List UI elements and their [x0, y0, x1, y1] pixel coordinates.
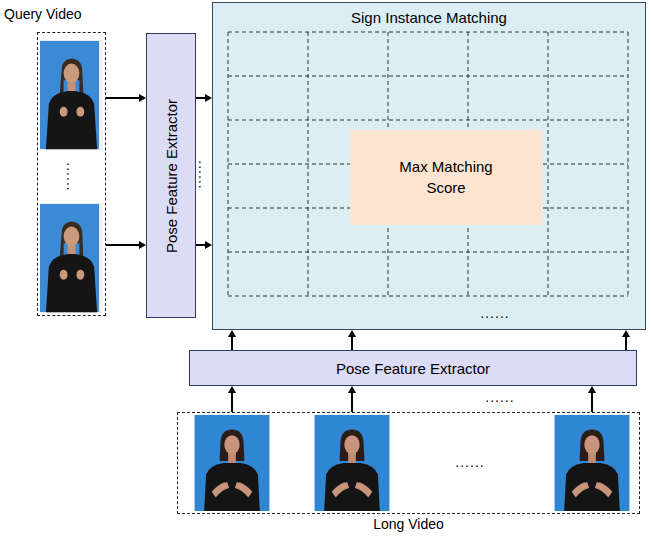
arrow [106, 241, 146, 249]
arrow-head [139, 241, 146, 249]
video-heading: Query Video [4, 6, 82, 22]
arrow [622, 330, 630, 350]
arrow [228, 386, 236, 412]
score-box: Max Matching Score [350, 130, 542, 225]
panel-fill [212, 2, 646, 330]
arrow [348, 386, 356, 412]
matching-panel: Sign Instance MatchingMax Matching Score [212, 2, 646, 330]
box-label: Max Matching Score [386, 157, 506, 198]
arrow-head [228, 330, 236, 337]
video-frame [195, 415, 270, 511]
matching-grid [228, 32, 628, 296]
arrow-head [228, 386, 236, 393]
arrow [196, 94, 212, 102]
panel-title: Sign Instance Matching [213, 9, 645, 26]
box-label: Pose Feature Extractor [163, 98, 180, 252]
arrow-line [591, 392, 593, 412]
arrow-line [106, 97, 140, 99]
arrow-head [588, 386, 596, 393]
video-heading: Long Video [178, 516, 639, 532]
ellipsis: ...... [480, 305, 509, 321]
arrow-line [231, 392, 233, 412]
arrow-head [622, 330, 630, 337]
arrow-line [106, 244, 140, 246]
arrow [588, 386, 596, 412]
box-label: Pose Feature Extractor [336, 360, 490, 377]
video-frame [315, 415, 390, 511]
arrow-line [351, 392, 353, 412]
video-group: Long Video [177, 412, 640, 514]
ellipsis: ...... [64, 162, 80, 191]
ellipsis: ...... [485, 389, 514, 405]
arrow [228, 330, 236, 350]
arrow-line [625, 336, 627, 350]
arrow-line [196, 97, 206, 99]
ellipsis: ...... [196, 160, 212, 189]
video-frame [40, 204, 103, 312]
extractor-box: Pose Feature Extractor [146, 33, 196, 318]
arrow-head [139, 94, 146, 102]
arrow-line [196, 244, 206, 246]
arrow-head [205, 241, 212, 249]
arrow [348, 330, 356, 350]
arrow-line [351, 336, 353, 350]
arrow-line [231, 336, 233, 350]
arrow-head [205, 94, 212, 102]
arrow [106, 94, 146, 102]
arrow-head [348, 330, 356, 337]
ellipsis: ...... [455, 454, 484, 470]
video-frame [555, 415, 630, 511]
arrow [196, 241, 212, 249]
video-frame [40, 41, 103, 149]
extractor-box: Pose Feature Extractor [189, 350, 637, 386]
arrow-head [348, 386, 356, 393]
